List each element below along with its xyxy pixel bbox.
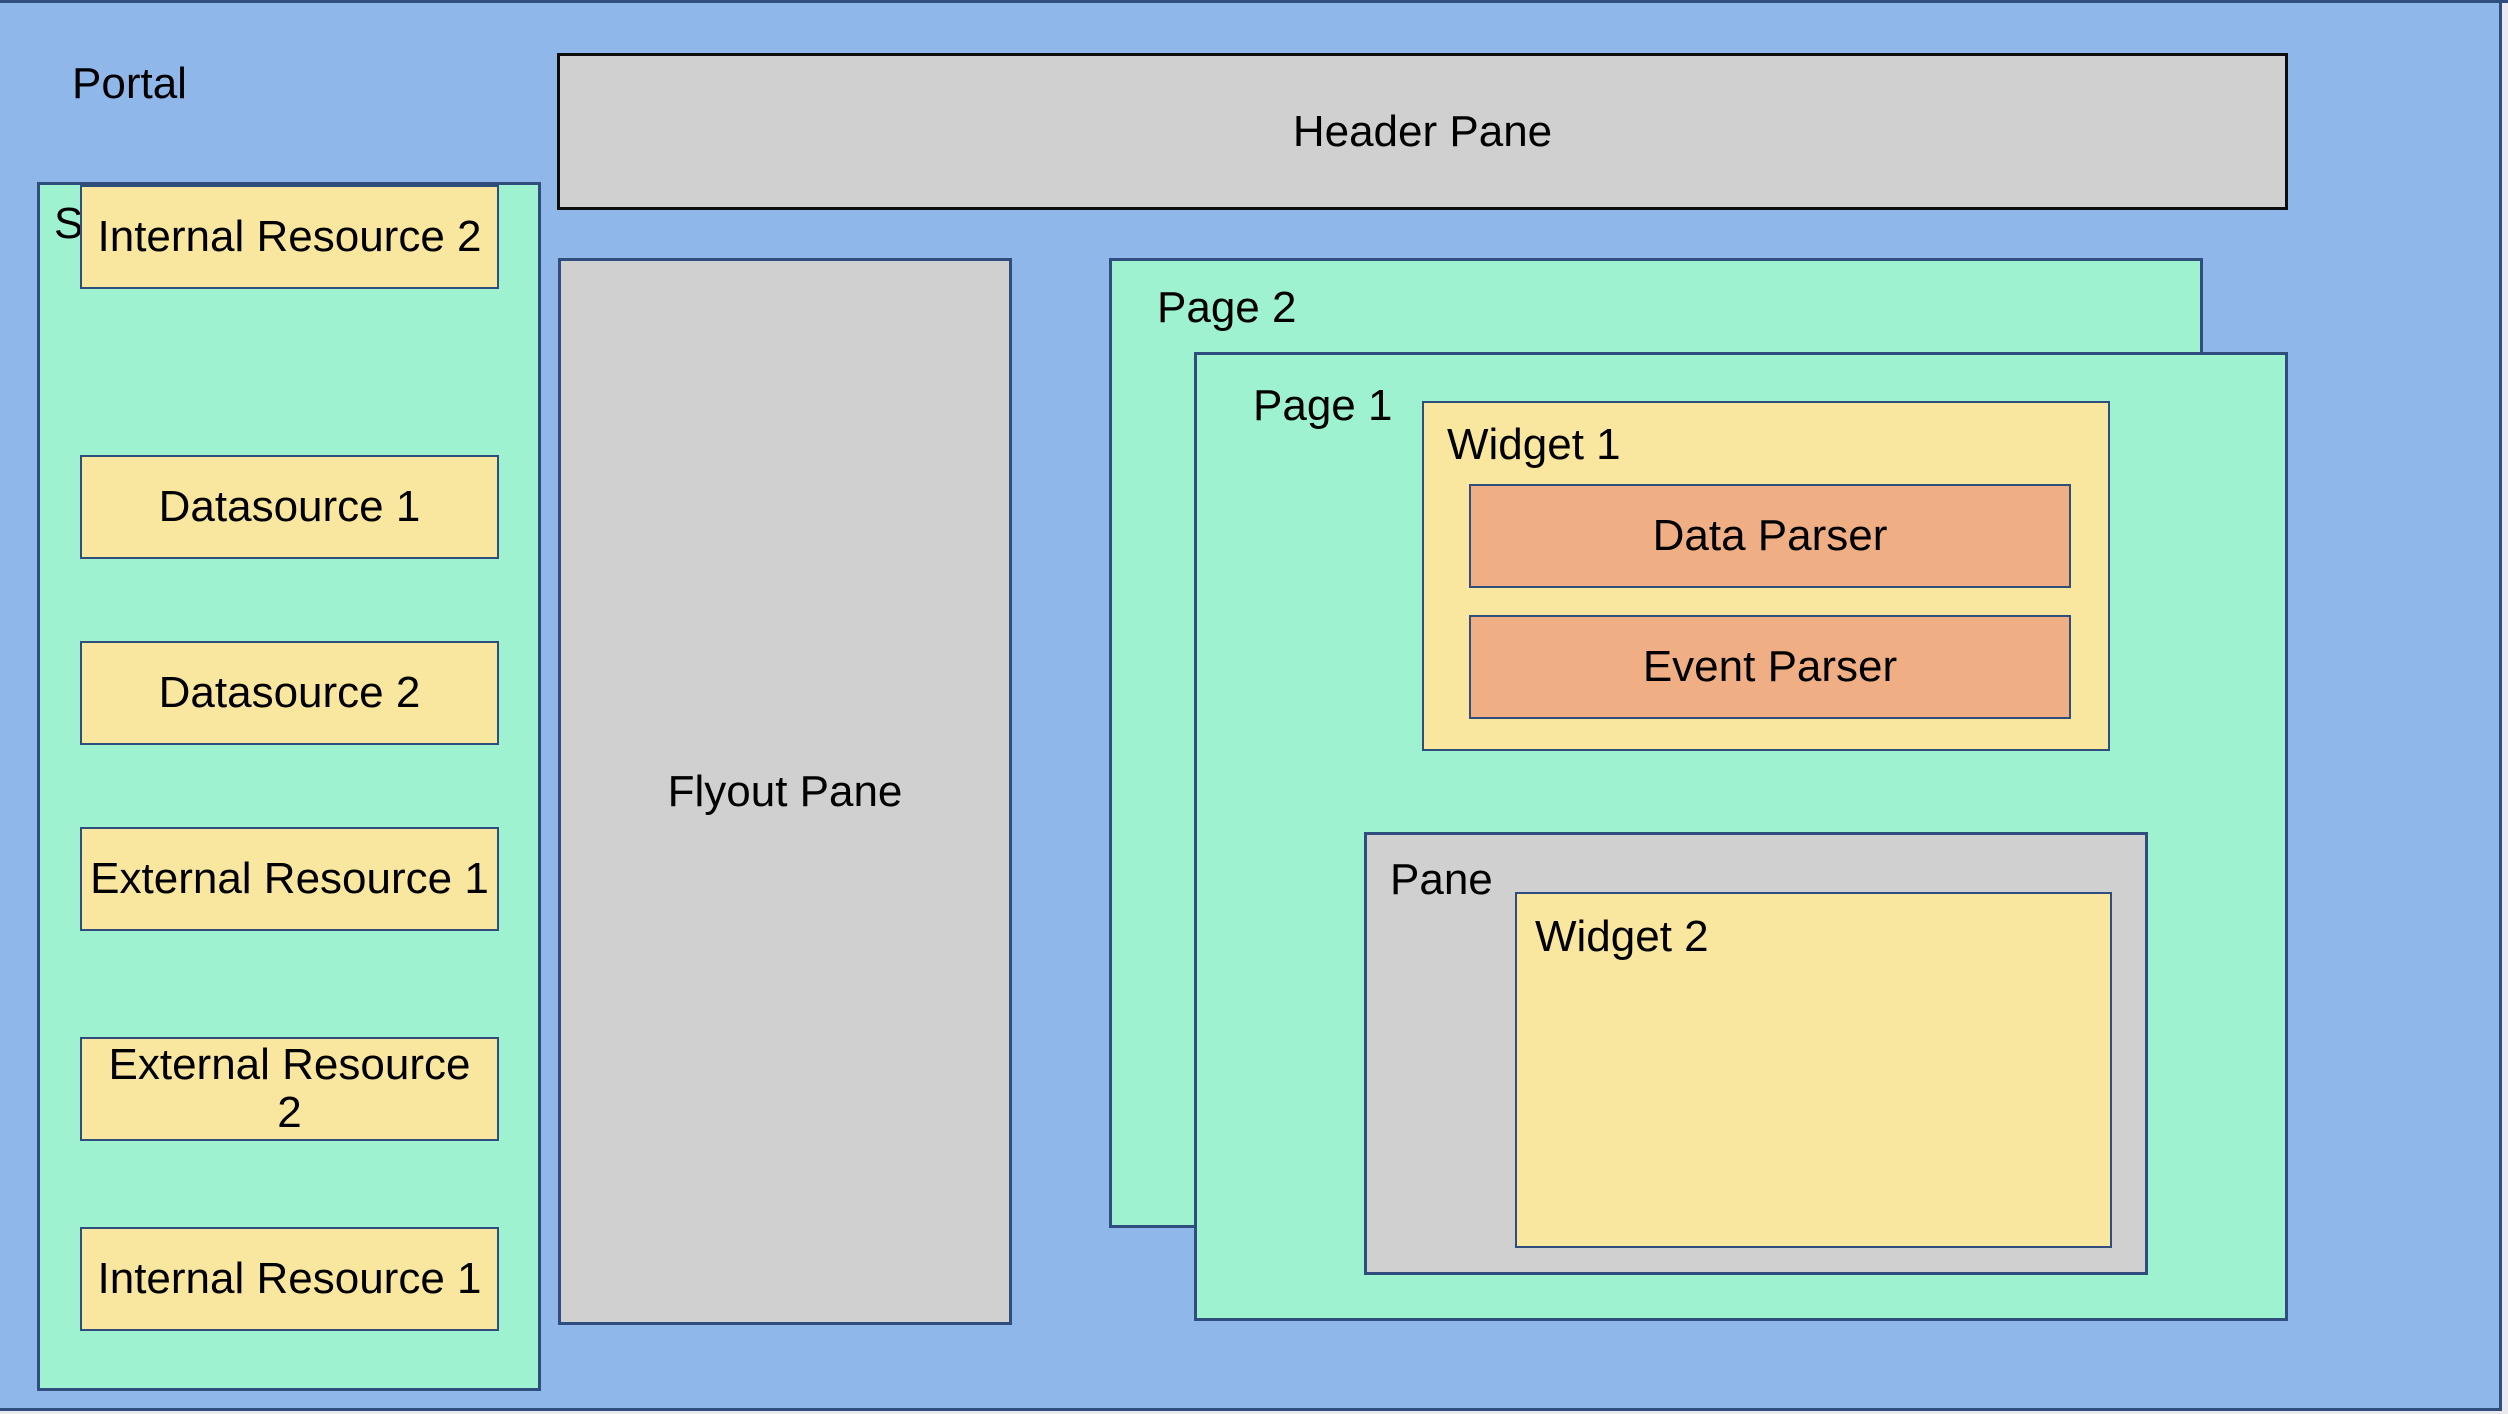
widget-2-label: Widget 2: [1535, 912, 1709, 961]
source-item-datasource-1: Datasource 1: [80, 455, 499, 559]
widget-1: Widget 1 Data Parser Event Parser: [1422, 401, 2110, 751]
pane-label: Pane: [1390, 855, 1493, 904]
widget-2: Widget 2: [1515, 892, 2112, 1248]
page-1: Page 1 Widget 1 Data Parser Event Parser…: [1194, 352, 2288, 1321]
event-parser-label: Event Parser: [1642, 642, 1898, 691]
source-item-internal-resource-1: Internal Resource 1: [80, 1227, 499, 1331]
source-item-external-resource-1: External Resource 1: [80, 827, 499, 931]
widget-1-label: Widget 1: [1447, 420, 1621, 469]
data-parser: Data Parser: [1469, 484, 2071, 588]
source-item-external-resource-2: External Resource 2: [80, 1037, 499, 1141]
data-parser-label: Data Parser: [1652, 511, 1888, 560]
header-pane-label: Header Pane: [1292, 106, 1553, 156]
source-item-datasource-2: Datasource 2: [80, 641, 499, 745]
header-pane: Header Pane: [557, 53, 2288, 210]
flyout-pane-label: Flyout Pane: [667, 766, 903, 816]
page-2-label: Page 2: [1157, 283, 1297, 332]
portal-label: Portal: [72, 59, 187, 108]
source-item-internal-resource-2: Internal Resource 2: [80, 185, 499, 289]
event-parser: Event Parser: [1469, 615, 2071, 719]
flyout-pane: Flyout Pane: [558, 258, 1012, 1325]
sources-panel: Sources Datasource 1 Datasource 2 Extern…: [37, 182, 541, 1391]
page-1-label: Page 1: [1253, 381, 1393, 430]
slide-top-border: [0, 0, 2508, 3]
pane: Pane Widget 2: [1364, 832, 2148, 1275]
